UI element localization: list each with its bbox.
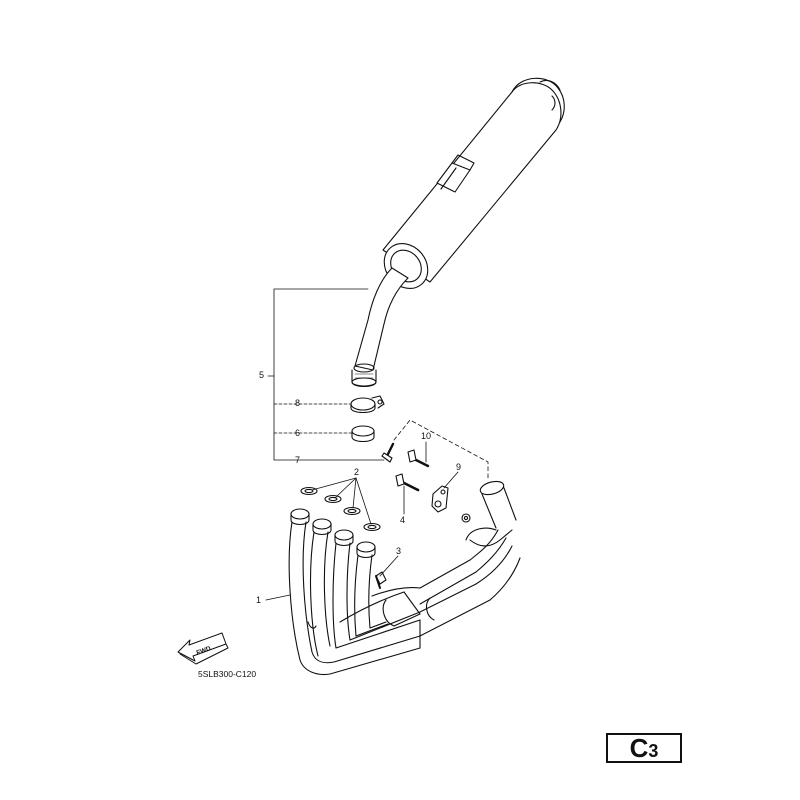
callout-9: 9 (456, 462, 462, 472)
bolt-10 (407, 449, 430, 468)
section-letter: C (629, 732, 649, 763)
gasket (351, 425, 375, 443)
bolt-7 (381, 442, 395, 463)
callout-5: 5 (259, 370, 265, 380)
section-number: 3 (648, 740, 659, 761)
clamp (350, 395, 385, 414)
fwd-label: FWD (196, 645, 213, 657)
bolt-3 (375, 575, 381, 589)
exhaust-headers (288, 480, 521, 676)
callout-1: 1 (256, 595, 262, 605)
leader-lines (265, 288, 489, 601)
callout-8: 8 (295, 398, 301, 408)
link-pipe (351, 267, 409, 388)
section-badge: C 3 (606, 733, 682, 763)
drawing-code: 5SLB300-C120 (198, 669, 257, 679)
bolt-4 (395, 473, 420, 492)
callout-7: 7 (295, 455, 301, 465)
fwd-arrow-icon: FWD (177, 632, 229, 665)
header-gaskets (300, 486, 381, 532)
bracket (431, 485, 449, 513)
callout-2: 2 (354, 467, 360, 477)
callout-10: 10 (421, 431, 432, 441)
callout-4: 4 (400, 515, 406, 525)
muffler (382, 77, 565, 289)
callout-6: 6 (295, 428, 301, 438)
callout-3: 3 (396, 546, 402, 556)
